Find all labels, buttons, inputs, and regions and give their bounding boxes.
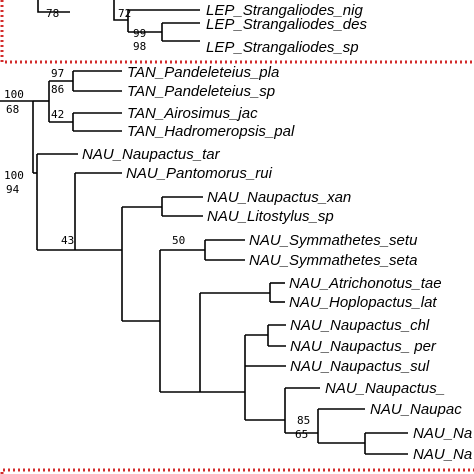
taxon-label: NAU_Symmathetes_seta bbox=[249, 252, 417, 269]
taxon-label: NAU_Litostylus_sp bbox=[207, 208, 334, 225]
taxon-label: TAN_Hadromeropsis_pal bbox=[127, 123, 295, 140]
taxon-label: NAU_Naupactus_ per bbox=[290, 338, 437, 355]
taxon-label: NAU_Naupactus_tar bbox=[82, 146, 221, 163]
support-value: 42 bbox=[51, 108, 64, 121]
lower-clade-labels: TAN_Pandeleteius_pla TAN_Pandeleteius_sp… bbox=[4, 64, 472, 463]
support-value: 98 bbox=[133, 40, 146, 53]
taxon-label: NAU_Na bbox=[413, 446, 472, 463]
taxon-label: NAU_Naupactus_ bbox=[325, 380, 445, 397]
taxon-label: LEP_Strangaliodes_des bbox=[206, 16, 367, 33]
taxon-label: NAU_Naupac bbox=[370, 401, 462, 418]
upper-clade-branches bbox=[37, 0, 200, 42]
upper-clade-labels: LEP_Strangaliodes_nig LEP_Strangaliodes_… bbox=[46, 2, 367, 56]
taxon-label: NAU_Naupactus_xan bbox=[207, 189, 351, 206]
support-value: 100 bbox=[4, 169, 24, 182]
branch bbox=[113, 0, 128, 21]
taxon-label: NAU_Symmathetes_setu bbox=[249, 232, 418, 249]
branch bbox=[37, 0, 70, 13]
taxon-label: NAU_Atrichonotus_tae bbox=[289, 275, 442, 292]
taxon-label: LEP_Strangaliodes_nig bbox=[206, 2, 363, 19]
taxon-label: NAU_Pantomorus_rui bbox=[126, 165, 273, 182]
support-value: 72 bbox=[118, 7, 131, 20]
support-value: 65 bbox=[295, 428, 308, 441]
support-value: 43 bbox=[61, 234, 74, 247]
taxon-label: LEP_Strangaliodes_sp bbox=[206, 39, 359, 56]
support-value: 78 bbox=[46, 7, 59, 20]
taxon-label: TAN_Airosimus_jac bbox=[127, 105, 258, 122]
support-value: 97 bbox=[51, 67, 64, 80]
taxon-label: NAU_Hoplopactus_lat bbox=[289, 294, 437, 311]
support-value: 50 bbox=[172, 234, 185, 247]
support-value: 85 bbox=[297, 414, 310, 427]
lower-clade-branches bbox=[0, 70, 408, 455]
taxon-label: TAN_Pandeleteius_pla bbox=[127, 64, 279, 81]
upper-clade-frame bbox=[0, 0, 474, 64]
support-value: 68 bbox=[6, 103, 19, 116]
lower-clade-frame bbox=[0, 468, 474, 474]
taxon-label: NAU_Naupactus_chl bbox=[290, 317, 430, 334]
support-value: 99 bbox=[133, 27, 146, 40]
support-value: 100 bbox=[4, 88, 24, 101]
support-value: 94 bbox=[6, 183, 20, 196]
taxon-label: TAN_Pandeleteius_sp bbox=[127, 83, 275, 100]
taxon-label: NAU_Naupactus_sul bbox=[290, 358, 430, 375]
taxon-label: NAU_Na bbox=[413, 425, 472, 442]
support-value: 86 bbox=[51, 83, 64, 96]
